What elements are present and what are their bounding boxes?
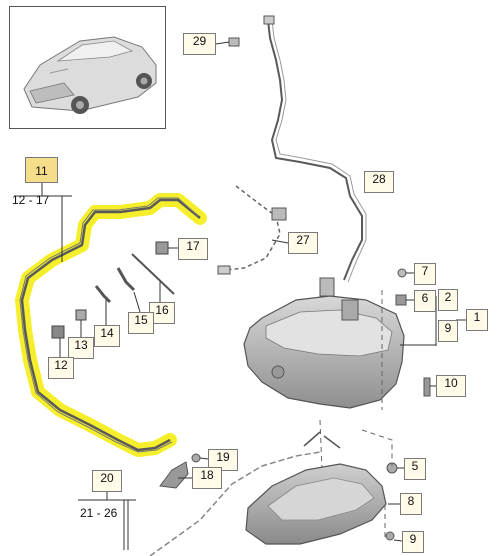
leader-19 bbox=[199, 457, 209, 460]
vent-end-27 bbox=[217, 265, 231, 275]
callout-9-bottom[interactable]: 9 bbox=[402, 531, 424, 553]
callout-14[interactable]: 14 bbox=[94, 325, 120, 347]
callout-20[interactable]: 20 bbox=[92, 470, 122, 492]
tank-filler-neck bbox=[319, 277, 335, 297]
callout-20-range: 21 - 26 bbox=[80, 506, 118, 520]
part-17 bbox=[155, 241, 169, 255]
callout-5[interactable]: 5 bbox=[404, 458, 426, 480]
callout-9-top[interactable]: 9 bbox=[438, 320, 458, 342]
callout-13[interactable]: 13 bbox=[68, 337, 94, 359]
clip-29 bbox=[228, 37, 240, 47]
callout-16[interactable]: 16 bbox=[149, 302, 175, 324]
part-12 bbox=[51, 325, 65, 339]
part-15 bbox=[116, 267, 136, 292]
callout-19[interactable]: 19 bbox=[208, 449, 238, 471]
callout-2[interactable]: 2 bbox=[438, 289, 458, 311]
vent-valve-27 bbox=[271, 207, 287, 221]
vent-line-27 bbox=[225, 185, 281, 271]
vehicle-thumbnail-icon bbox=[23, 36, 157, 114]
part-14 bbox=[94, 285, 112, 304]
assembly-line-3 bbox=[319, 419, 323, 471]
callout-11[interactable]: 11 bbox=[25, 157, 58, 183]
leader-27 bbox=[271, 239, 289, 244]
tank-top-surface bbox=[265, 309, 393, 357]
connector-b bbox=[323, 435, 341, 449]
line-connector-top bbox=[263, 15, 275, 25]
part-13 bbox=[75, 309, 87, 321]
part-7 bbox=[397, 268, 407, 278]
callout-15[interactable]: 15 bbox=[128, 312, 154, 334]
part-19 bbox=[191, 453, 201, 463]
heat-shield-top bbox=[267, 477, 375, 521]
leader-29 bbox=[215, 41, 230, 45]
assembly-line-2 bbox=[361, 429, 393, 466]
part-18 bbox=[159, 461, 189, 489]
part-9b bbox=[385, 531, 395, 541]
tank-port bbox=[271, 365, 285, 379]
supply-line bbox=[267, 19, 363, 281]
callout-1[interactable]: 1 bbox=[466, 309, 488, 331]
vehicle-thumbnail bbox=[9, 6, 166, 129]
fuel-line-pipe bbox=[20, 198, 201, 452]
callout-11-range: 12 - 17 bbox=[12, 193, 50, 207]
leader-9b bbox=[393, 539, 403, 542]
callout-28[interactable]: 28 bbox=[364, 171, 394, 193]
callout-29[interactable]: 29 bbox=[183, 33, 216, 55]
part-16 bbox=[131, 253, 175, 295]
callout-10[interactable]: 10 bbox=[436, 375, 466, 397]
callout-6[interactable]: 6 bbox=[414, 290, 436, 312]
part-6 bbox=[395, 294, 407, 306]
callout-17[interactable]: 17 bbox=[178, 238, 208, 260]
callout-18[interactable]: 18 bbox=[192, 467, 222, 489]
callout-8[interactable]: 8 bbox=[400, 493, 422, 515]
supply-line-2 bbox=[271, 19, 367, 283]
part-10 bbox=[423, 377, 431, 397]
callout-12[interactable]: 12 bbox=[48, 357, 74, 379]
leader-15 bbox=[133, 291, 141, 313]
lower-pipe-20 bbox=[149, 451, 321, 556]
tank-pump-module bbox=[341, 299, 359, 321]
fuel-line-pipe-2 bbox=[19, 197, 199, 453]
callout-7[interactable]: 7 bbox=[414, 263, 436, 285]
callout-27[interactable]: 27 bbox=[288, 232, 318, 254]
connector-a bbox=[303, 431, 321, 447]
